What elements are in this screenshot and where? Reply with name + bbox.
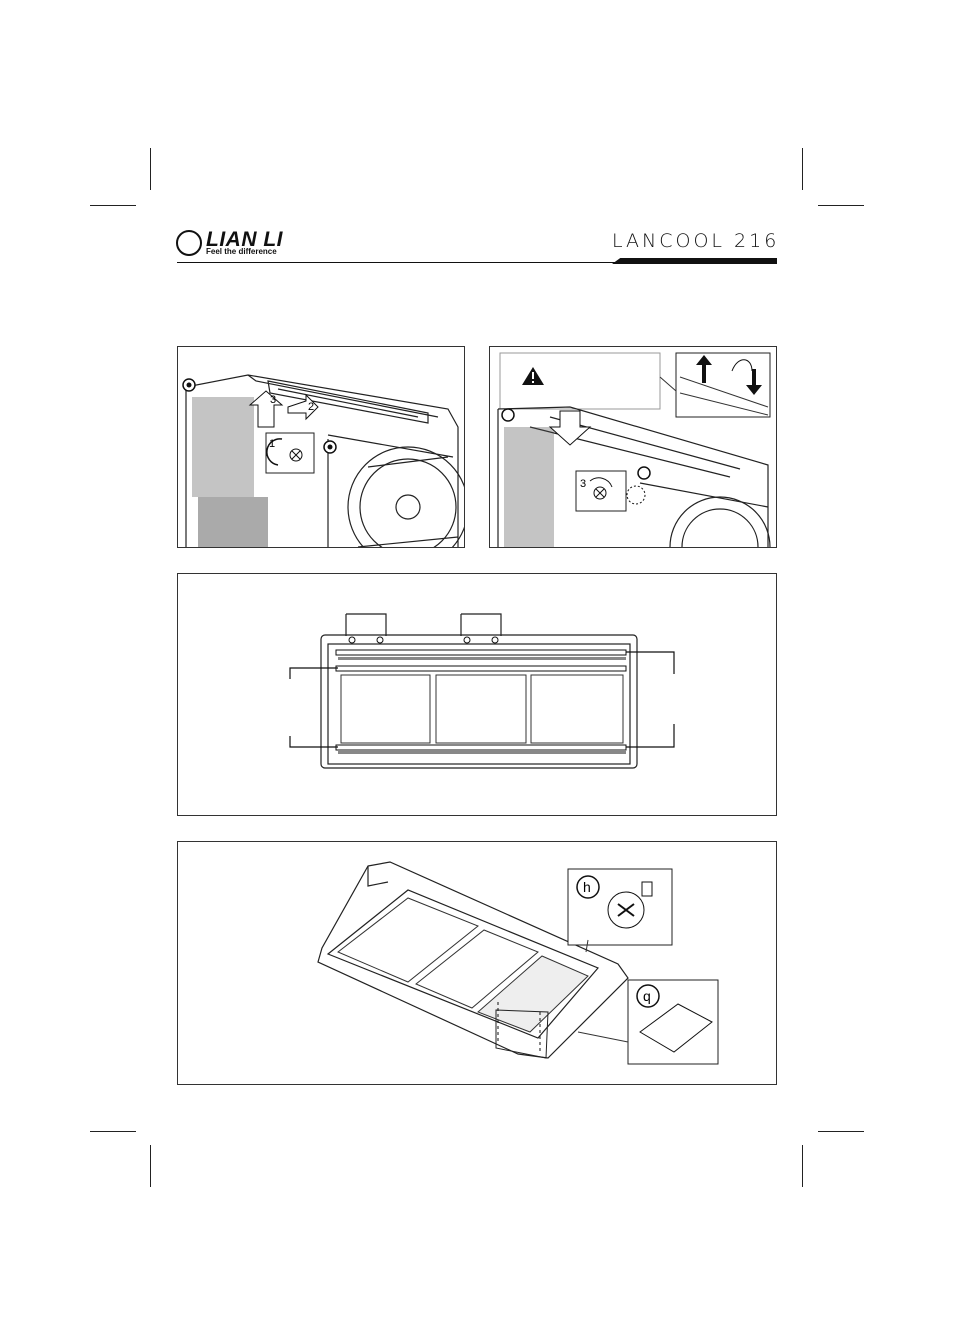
part-h-label: h	[583, 879, 591, 895]
figure-filter-plate-parts: h q	[177, 841, 777, 1085]
product-name: LANCOOL 216	[612, 230, 779, 252]
crop-mark	[90, 1131, 136, 1132]
rotate-arrow-icon	[590, 478, 612, 487]
case-top-reinstall-illustration: 3	[490, 347, 777, 548]
part-q-label: q	[643, 988, 651, 1004]
case-top-illustration: 1 2 3	[178, 347, 465, 548]
filter-plate-isometric-illustration: h q	[178, 842, 777, 1085]
crop-mark	[802, 1145, 803, 1187]
crop-mark	[818, 205, 864, 206]
crop-mark	[150, 148, 151, 190]
crop-mark	[90, 205, 136, 206]
crop-mark	[818, 1131, 864, 1132]
crop-mark	[802, 148, 803, 190]
screw-icon	[502, 409, 514, 421]
step-label-1: 1	[269, 438, 275, 450]
figure-reinstall-top-panel: 3	[489, 346, 777, 548]
logo-tagline: Feel the difference	[206, 247, 277, 256]
figure-filter-plate-view	[177, 573, 777, 816]
step-label-3: 3	[270, 394, 276, 406]
filter-plate-illustration	[178, 574, 777, 816]
crop-mark	[150, 1145, 151, 1187]
step-label-2: 2	[308, 401, 314, 413]
warning-callout	[500, 353, 660, 409]
header-rule-accent	[612, 258, 777, 264]
step-label-3: 3	[580, 478, 586, 490]
figure-remove-top-panel: 1 2 3	[177, 346, 465, 548]
lian-li-logo-icon	[176, 230, 202, 256]
